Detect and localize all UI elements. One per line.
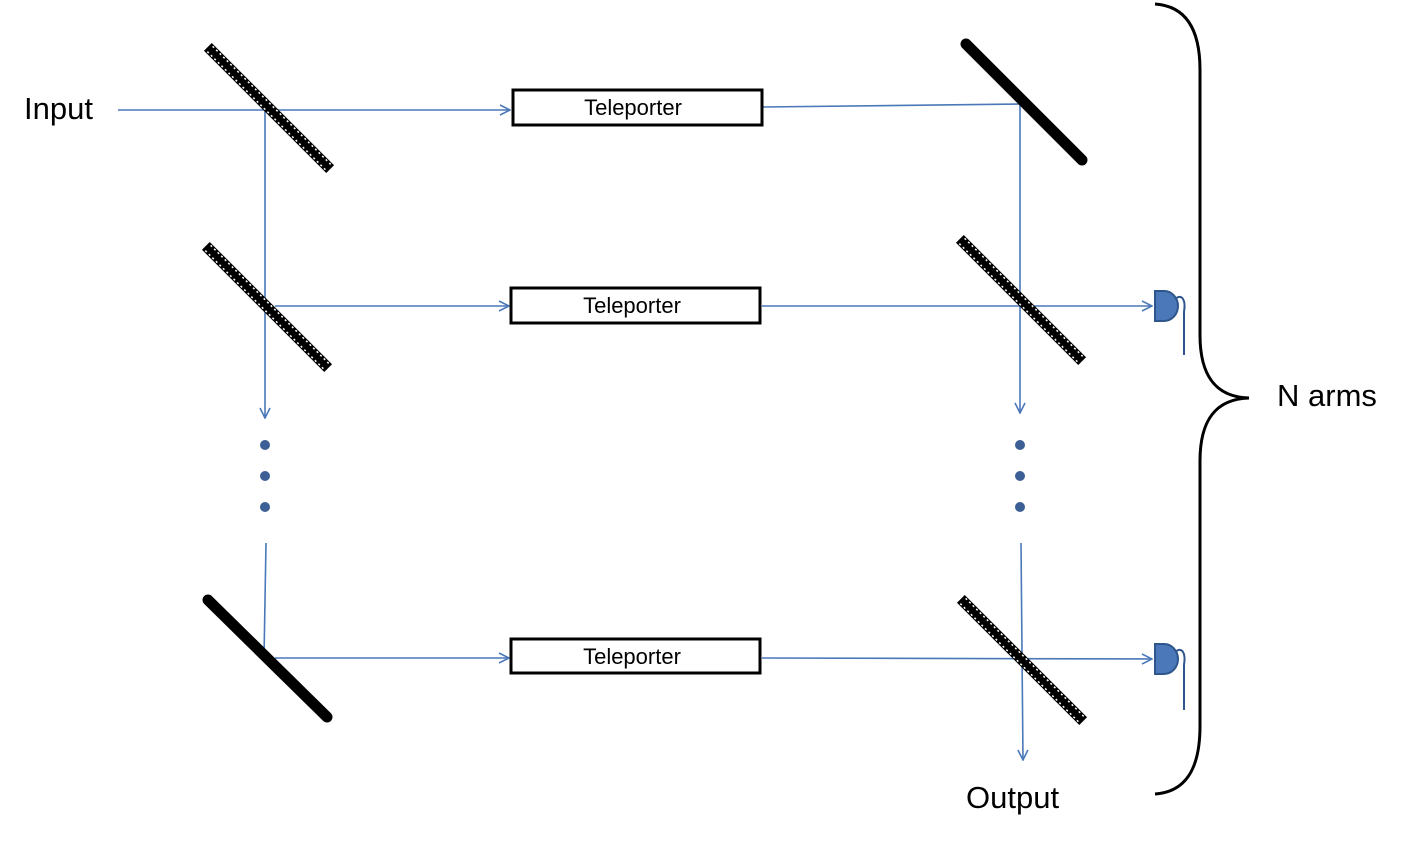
detector-1-icon — [1154, 290, 1186, 355]
teleporter-3-label: Teleporter — [583, 644, 681, 669]
beam-paths — [118, 103, 1152, 760]
mirror-right-top — [960, 38, 1088, 166]
teleporter-2-box — [509, 286, 762, 325]
teleporter-1: Teleporter — [511, 88, 764, 127]
curly-brace — [1154, 2, 1250, 796]
detector-2-icon — [1154, 643, 1186, 710]
beam-left-vertical-lower — [263, 542, 267, 659]
beam-splitter-right-2 — [955, 234, 1087, 366]
beam-output — [1021, 542, 1023, 760]
vertical-ellipsis-right — [1015, 440, 1025, 512]
teleporter-2: Teleporter — [509, 286, 762, 325]
mirror-left-bottom — [202, 594, 333, 723]
beam-splitter-right-3 — [956, 594, 1088, 726]
teleporter-2-label: Teleporter — [583, 293, 681, 318]
teleporter-3: Teleporter — [509, 637, 762, 675]
teleporter-1-box — [511, 88, 764, 127]
beam-row-3-out — [761, 658, 1152, 659]
output-label: Output — [966, 780, 1059, 815]
beam-splitter-left-1 — [203, 42, 335, 174]
beam-splitter-left-2 — [201, 241, 333, 373]
n-arms-label: N arms — [1277, 378, 1377, 413]
beam-teleporter-1-out — [762, 103, 1021, 108]
vertical-ellipsis-left — [260, 440, 270, 512]
teleporter-1-label: Teleporter — [584, 95, 682, 120]
optics — [201, 38, 1088, 726]
input-label: Input — [24, 91, 93, 126]
teleporter-3-box — [509, 637, 762, 675]
